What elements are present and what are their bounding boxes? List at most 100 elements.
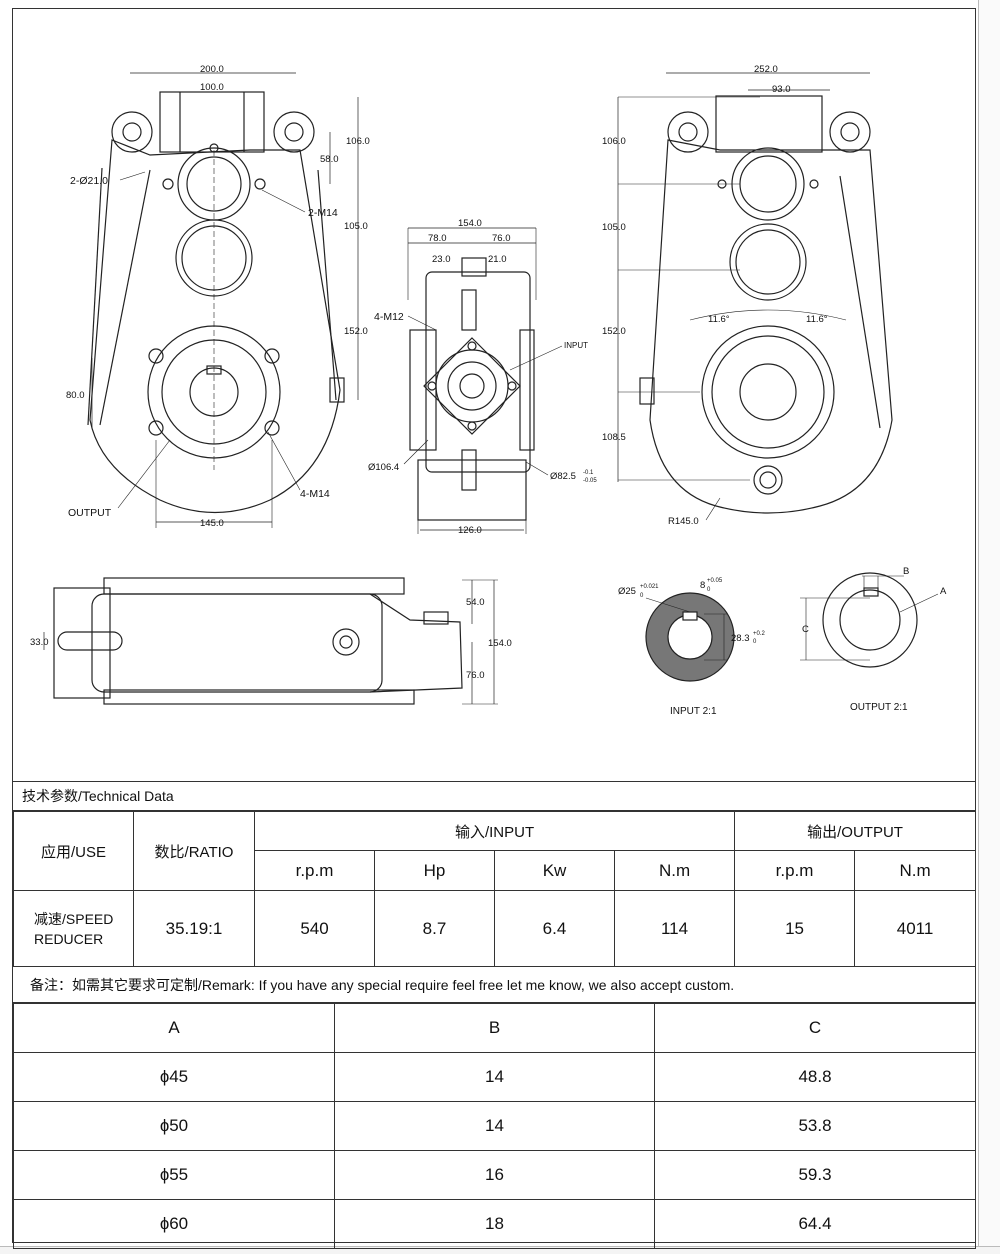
side-lug xyxy=(57,631,123,651)
dim-w252: 252.0 xyxy=(754,64,778,75)
dim-w23: 23.0 xyxy=(432,254,451,265)
dim-d106: Ø106.4 xyxy=(368,462,399,473)
center-breather xyxy=(461,257,487,277)
keys-cell: 14 xyxy=(334,1101,655,1151)
dim-h154: 154.0 xyxy=(488,638,512,649)
row-use: 减速/SPEED REDUCER xyxy=(13,890,134,967)
label-m14-top: 2-M14 xyxy=(308,207,338,219)
output-section xyxy=(800,572,939,668)
center-input-flange xyxy=(423,337,521,435)
dim-h54: 54.0 xyxy=(466,597,485,608)
output-a: A xyxy=(940,586,947,597)
dim-w145: 145.0 xyxy=(200,518,224,529)
keys-header-c: C xyxy=(654,1003,976,1053)
row-rpm: 540 xyxy=(254,890,375,967)
dim-back-h106: 106.0 xyxy=(602,136,626,147)
dim-w21: 21.0 xyxy=(488,254,507,265)
keys-cell: 48.8 xyxy=(654,1052,976,1102)
header-rpm: r.p.m xyxy=(254,850,375,891)
dim-d82-tol-up: -0.1 xyxy=(583,470,594,476)
dim-w100: 100.0 xyxy=(200,82,224,93)
dim-h106: 106.0 xyxy=(346,136,370,147)
dim-h58: 58.0 xyxy=(320,154,339,165)
keys-cell: ɸ45 xyxy=(13,1052,335,1102)
back-output-flange xyxy=(701,325,835,459)
tech-data-title: 技术参数/Technical Data xyxy=(12,781,976,811)
row-out-rpm: 15 xyxy=(734,890,856,967)
row-kw: 6.4 xyxy=(494,890,615,967)
input-d25-tol-dn: 0 xyxy=(640,593,644,599)
output-b: B xyxy=(903,566,909,577)
label-output: OUTPUT xyxy=(68,507,112,519)
back-view xyxy=(617,72,893,521)
tech-data-table: 应用/USE 数比/RATIO 输入/INPUT 输出/OUTPUT r.p.m… xyxy=(13,811,977,967)
header-input: 输入/INPUT xyxy=(253,811,736,851)
header-nm: N.m xyxy=(613,850,736,891)
output-c: C xyxy=(802,624,809,635)
dim-d82-tol-dn: -0.05 xyxy=(583,478,597,484)
row-nm: 114 xyxy=(613,890,736,967)
keys-cell: 53.8 xyxy=(654,1101,976,1151)
page-right-margin xyxy=(978,0,1000,1253)
back-gear-top xyxy=(731,147,805,221)
dim-h105: 105.0 xyxy=(344,221,368,232)
dim-back-h152: 152.0 xyxy=(602,326,626,337)
label-holes: 2-Ø21.0 xyxy=(70,175,108,187)
center-base xyxy=(417,459,527,521)
dim-h80: 80.0 xyxy=(66,390,85,401)
dim-w76: 76.0 xyxy=(492,233,511,244)
input-d25: Ø25 xyxy=(618,586,636,597)
keys-cell: 64.4 xyxy=(654,1199,976,1249)
header-kw: Kw xyxy=(494,850,615,891)
header-ratio: 数比/RATIO xyxy=(133,811,255,891)
dim-back-h108: 108.5 xyxy=(602,432,626,443)
input-caption: INPUT 2:1 xyxy=(670,706,717,717)
row-hp: 8.7 xyxy=(374,890,495,967)
dim-w78: 78.0 xyxy=(428,233,447,244)
center-housing xyxy=(425,271,531,473)
header-use: 应用/USE xyxy=(13,811,134,891)
back-housing xyxy=(649,139,893,514)
dim-w93: 93.0 xyxy=(772,84,791,95)
dim-d82: Ø82.5 xyxy=(550,471,576,482)
dim-angle-left: 11.6° xyxy=(708,314,730,325)
dim-h152: 152.0 xyxy=(344,326,368,337)
output-caption: OUTPUT 2:1 xyxy=(850,702,908,713)
dim-w200: 200.0 xyxy=(200,64,224,75)
input-k8: 8 xyxy=(700,580,705,591)
technical-drawing: 200.0 100.0 106.0 58.0 105.0 152.0 80.0 … xyxy=(30,64,947,717)
front-lug-left xyxy=(111,111,153,153)
keys-header-b: B xyxy=(334,1003,655,1053)
back-lug-right xyxy=(829,111,871,153)
header-output: 输出/OUTPUT xyxy=(734,811,977,851)
input-h28: 28.3 xyxy=(731,633,750,644)
keys-cell: 59.3 xyxy=(654,1150,976,1200)
label-m12: 4-M12 xyxy=(374,311,404,323)
side-plug xyxy=(332,628,360,656)
front-view xyxy=(87,72,359,528)
front-top-block xyxy=(159,91,265,153)
remark-text: 备注：如需其它要求可定制/Remark: If you have any spe… xyxy=(12,967,976,1003)
input-k8-tol-dn: 0 xyxy=(707,587,711,593)
input-section xyxy=(645,592,735,682)
back-lug-left xyxy=(667,111,709,153)
label-input: INPUT xyxy=(564,341,588,350)
label-m14-bottom: 4-M14 xyxy=(300,488,330,500)
input-h28-tol-up: +0.2 xyxy=(753,631,766,637)
keys-cell: 18 xyxy=(334,1199,655,1249)
dim-h33: 33.0 xyxy=(30,637,49,648)
dim-angle-right: 11.6° xyxy=(806,314,828,325)
keys-cell: 16 xyxy=(334,1150,655,1200)
header-hp: Hp xyxy=(374,850,495,891)
row-out-nm: 4011 xyxy=(854,890,977,967)
center-view xyxy=(403,227,563,534)
keyway-table: A B C ɸ45 14 48.8 ɸ50 14 53.8 ɸ55 16 59.… xyxy=(13,1003,976,1249)
header-out-nm: N.m xyxy=(854,850,977,891)
keys-cell: ɸ60 xyxy=(13,1199,335,1249)
header-out-rpm: r.p.m xyxy=(734,850,856,891)
dim-back-h105: 105.0 xyxy=(602,222,626,233)
keys-cell: ɸ55 xyxy=(13,1150,335,1200)
dim-h76: 76.0 xyxy=(466,670,485,681)
keys-cell: ɸ50 xyxy=(13,1101,335,1151)
dim-w126: 126.0 xyxy=(458,525,482,536)
